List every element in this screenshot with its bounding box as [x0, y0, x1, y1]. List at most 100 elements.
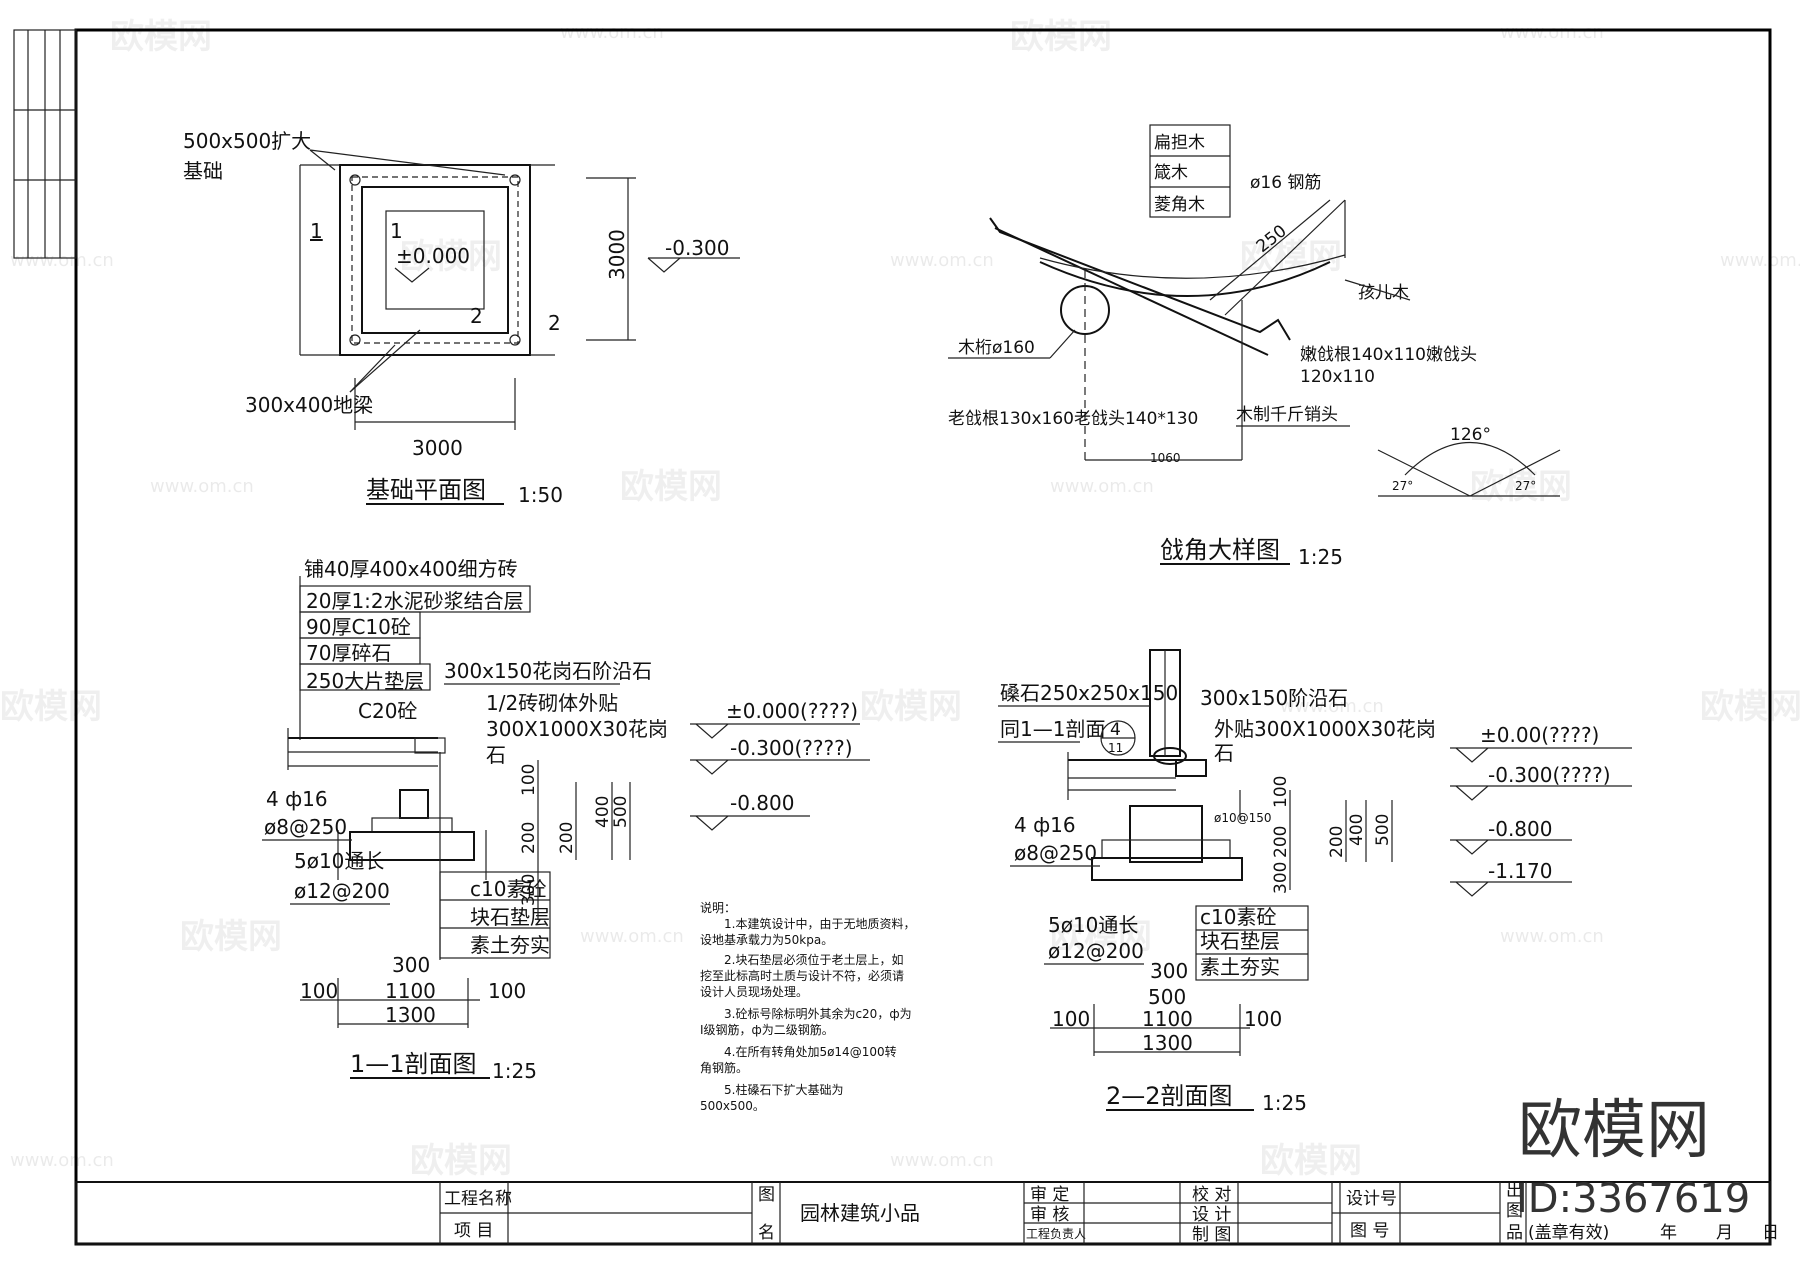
section-mark: 1: [390, 219, 403, 243]
watermark-url: www.om.cn: [1050, 476, 1154, 497]
title-block-label: 工程名称: [444, 1189, 512, 1209]
watermark-url: www.om.cn: [10, 250, 114, 271]
footing: [1091, 857, 1243, 881]
drawing-title: 戗角大样图: [1160, 536, 1280, 564]
member-label: 木桁ø160: [958, 338, 1035, 358]
notes-line: 5.柱磉石下扩大基础为: [724, 1082, 843, 1097]
material-label: 石: [486, 743, 506, 767]
material-label: C20砼: [358, 699, 417, 723]
drawing-title: 2—2剖面图: [1106, 1082, 1233, 1110]
member-label: 木制千斤销头: [1236, 405, 1338, 425]
elevation-mark: ±0.00(????): [1480, 723, 1599, 747]
dimension-text: 200: [1271, 826, 1291, 858]
angle-label: 27°: [1515, 479, 1536, 493]
base-label: 块石垫层: [470, 905, 550, 929]
notes-line: 4.在所有转角处加5ø14@100转: [724, 1044, 897, 1059]
date-year: 年: [1660, 1223, 1677, 1243]
material-label: 同1—1剖面: [1000, 717, 1105, 741]
dimension-text: 1100: [1142, 1007, 1193, 1031]
elevation-mark: ±0.000(????): [726, 699, 858, 723]
dimension-text: 1300: [1142, 1031, 1193, 1055]
watermark-brand: 欧模网: [1260, 1141, 1362, 1181]
title-block-label: 图 号: [1350, 1221, 1389, 1241]
watermark-url: www.om.cn: [580, 926, 684, 947]
dimension-text: 500: [611, 796, 631, 828]
rebar-label: ø12@200: [1048, 939, 1144, 963]
dimension-text: 300: [519, 874, 539, 906]
layer-label: 铺40厚400x400细方砖: [304, 557, 518, 581]
watermark-url: www.om.cn: [10, 1150, 114, 1171]
material-label: 300X1000X30花岗: [486, 717, 668, 741]
seal-note: (盖章有效): [1528, 1223, 1609, 1243]
watermark-url: www.om.cn: [1720, 250, 1800, 271]
dimension-text: 500: [1148, 985, 1186, 1009]
member-label: 扁担木: [1154, 133, 1205, 153]
member-label: 嫩戗根140x110嫩戗头: [1300, 345, 1477, 365]
layer-label: 70厚碎石: [306, 641, 391, 665]
dimension-text: 400: [1347, 814, 1367, 846]
material-label: 外贴300X1000X30花岗: [1214, 717, 1436, 741]
footing-outline: [339, 164, 531, 356]
title-block-label: 设 计: [1192, 1205, 1231, 1225]
dimension-text: 100: [1052, 1007, 1090, 1031]
layer-label: 250大片垫层: [306, 669, 424, 693]
watermark-url: www.om.cn: [1500, 926, 1604, 947]
title-block-label: 项 目: [454, 1221, 493, 1241]
notes-line: 角钢筋。: [700, 1060, 748, 1075]
watermark-brand: 欧模网: [1700, 687, 1800, 727]
watermark-url: www.om.cn: [560, 22, 664, 43]
rebar-label: ø8@250: [264, 815, 347, 839]
detail-sheet: 11: [1108, 741, 1123, 755]
member-label: 菱角木: [1154, 195, 1205, 215]
rebar-dot: [509, 334, 521, 346]
angle-label: 27°: [1392, 479, 1413, 493]
watermark-url: www.om.cn: [890, 1150, 994, 1171]
dimension-text: 300: [392, 953, 430, 977]
section-mark: 1: [310, 219, 323, 243]
notes-heading: 说明：: [700, 900, 736, 915]
section-1-1: 铺40厚400x400细方砖 20厚1:2水泥砂浆结合层 90厚C10砼 70厚…: [262, 557, 870, 1083]
notes-line: 2.块石垫层必须位于老土层上，如: [724, 952, 903, 967]
title-block-label: 品: [1506, 1223, 1523, 1243]
dimension-text: 100: [1244, 1007, 1282, 1031]
dimension-text: 200: [557, 822, 577, 854]
dimension-text: 200: [1327, 826, 1347, 858]
elevation-mark: -0.300(????): [1488, 763, 1611, 787]
footing-label: 500x500扩大: [183, 129, 311, 153]
watermark-brand: 欧模网: [180, 917, 282, 957]
material-label: 石: [1214, 741, 1234, 765]
dimension-text: 3000: [412, 436, 463, 460]
drawing-scale: 1:25: [1262, 1091, 1307, 1115]
date-day: 日: [1762, 1223, 1779, 1243]
section-mark: 2: [548, 311, 561, 335]
notes-line: 3.砼标号除标明外其余为c20，ф为: [724, 1006, 912, 1021]
dimension-text: 200: [519, 822, 539, 854]
watermark-brand: 欧模网: [1010, 17, 1112, 57]
notes-line: 挖至此标高时土质与设计不符，必须请: [700, 968, 904, 983]
dimension-text: 300: [1150, 959, 1188, 983]
footing: [349, 831, 475, 861]
rebar-label: 5ø10通长: [294, 849, 384, 873]
angle-label: 126°: [1450, 425, 1491, 445]
dimension-text: 500: [1373, 814, 1393, 846]
brand-id: ID:3367619: [1516, 1176, 1750, 1222]
drawing-title: 基础平面图: [366, 476, 486, 504]
title-block-label: 图: [758, 1185, 775, 1205]
watermark-brand: 欧模网: [620, 467, 722, 507]
dimension-text: 1060: [1150, 451, 1181, 465]
sheet-border: [13, 28, 1772, 1246]
material-label: 300x150阶沿石: [1200, 686, 1348, 710]
watermark-brand: 欧模网: [860, 687, 962, 727]
eave-corner-detail: 扁担木 箴木 菱角木 ø16 钢筋 250 孩儿木 木桁ø160 嫩戗根140x…: [948, 124, 1561, 569]
title-block-label: 图: [1506, 1201, 1523, 1221]
base-label: c10素砼: [1200, 905, 1276, 929]
old-rafter: [989, 217, 1291, 341]
elevation-mark: -0.300(????): [730, 736, 853, 760]
layer-label: 20厚1:2水泥砂浆结合层: [306, 589, 524, 613]
section-mark: 2: [470, 304, 483, 328]
title-block: 工程名称 项 目 图 名 园林建筑小品 审 定 审 核 工程负责人 校 对 设 …: [75, 1181, 1779, 1245]
watermark-url: www.om.cn: [1280, 696, 1384, 717]
member-label: 箴木: [1154, 163, 1188, 183]
watermark-url: www.om.cn: [890, 250, 994, 271]
watermark-brand: 欧模网: [400, 237, 502, 277]
